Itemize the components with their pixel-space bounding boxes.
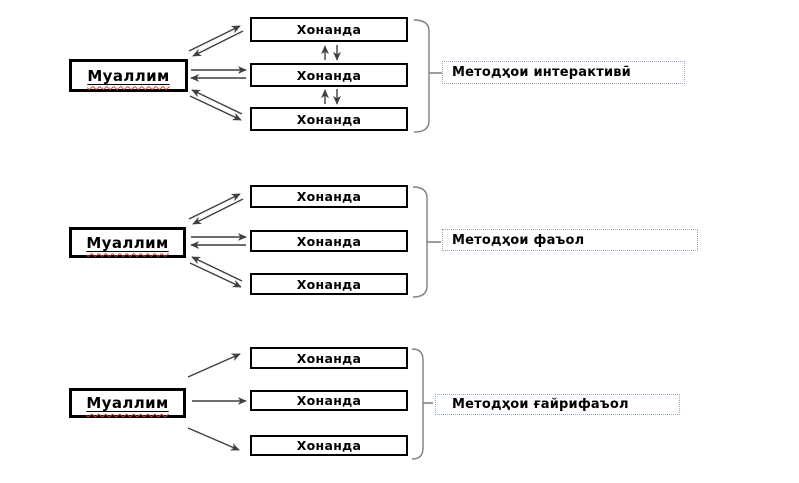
student-box-g1-3: Хонанда [250,107,408,131]
student-label: Хонанда [296,67,362,83]
method-label-text: Методҳои ғайрифаъол [452,397,629,412]
student-box-g2-3: Хонанда [250,273,408,295]
student-box-g1-1: Хонанда [250,17,408,42]
bracket-g1 [413,19,443,133]
arrow-g1-top-to-teacher [192,30,244,57]
student-box-g2-1: Хонанда [250,185,408,208]
teacher-label-underline: Муаллим [87,67,169,85]
arrow-g2-bottom-to-teacher [191,256,243,282]
method-label-text: Методҳои интерактивӣ [452,65,631,80]
student-label: Хонанда [296,189,362,204]
method-label-passive: Методҳои ғайрифаъол [435,394,680,415]
method-label-interactive: Методҳои интерактивӣ [442,61,685,84]
arrow-g3-top-one-way [187,353,241,378]
teacher-label: Муаллим [87,66,170,85]
method-label-text: Методҳои фаъол [452,232,585,248]
bracket-g2 [412,186,441,298]
student-label: Хонанда [296,438,362,453]
teacher-label: Муаллим [86,233,169,252]
student-label: Хонанда [296,350,362,366]
arrow-g3-bottom-one-way [187,427,240,451]
student-box-g3-1: Хонанда [250,347,408,369]
teacher-box-g1: Муаллим [69,59,188,92]
method-label-active: Методҳои фаъол [442,229,698,251]
student-label: Хонанда [296,393,362,408]
student-box-g3-3: Хонанда [250,435,408,456]
student-box-g2-2: Хонанда [250,230,408,252]
student-box-g1-2: Хонанда [250,63,408,87]
arrow-g2-bottom-to-student [189,262,242,288]
arrow-g1-bottom-to-teacher [191,89,243,115]
student-box-g3-2: Хонанда [250,390,408,411]
student-label: Хонанда [296,111,362,127]
arrow-g2-top-to-student [188,193,241,220]
arrow-g1-top-to-student [188,25,241,52]
teacher-label-underline: Муаллим [86,234,168,252]
teacher-label: Муаллим [86,394,169,412]
teacher-box-g2: Муаллим [69,227,186,258]
bracket-g3 [411,348,433,460]
teacher-box-g3: Муаллим [69,388,186,418]
arrow-g1-bottom-to-student [189,95,242,121]
student-label: Хонанда [296,22,362,37]
arrow-g2-top-to-teacher [192,198,244,225]
student-label: Хонанда [296,233,362,249]
teacher-label-underline: Муаллим [86,394,168,412]
student-label: Хонанда [296,276,362,292]
